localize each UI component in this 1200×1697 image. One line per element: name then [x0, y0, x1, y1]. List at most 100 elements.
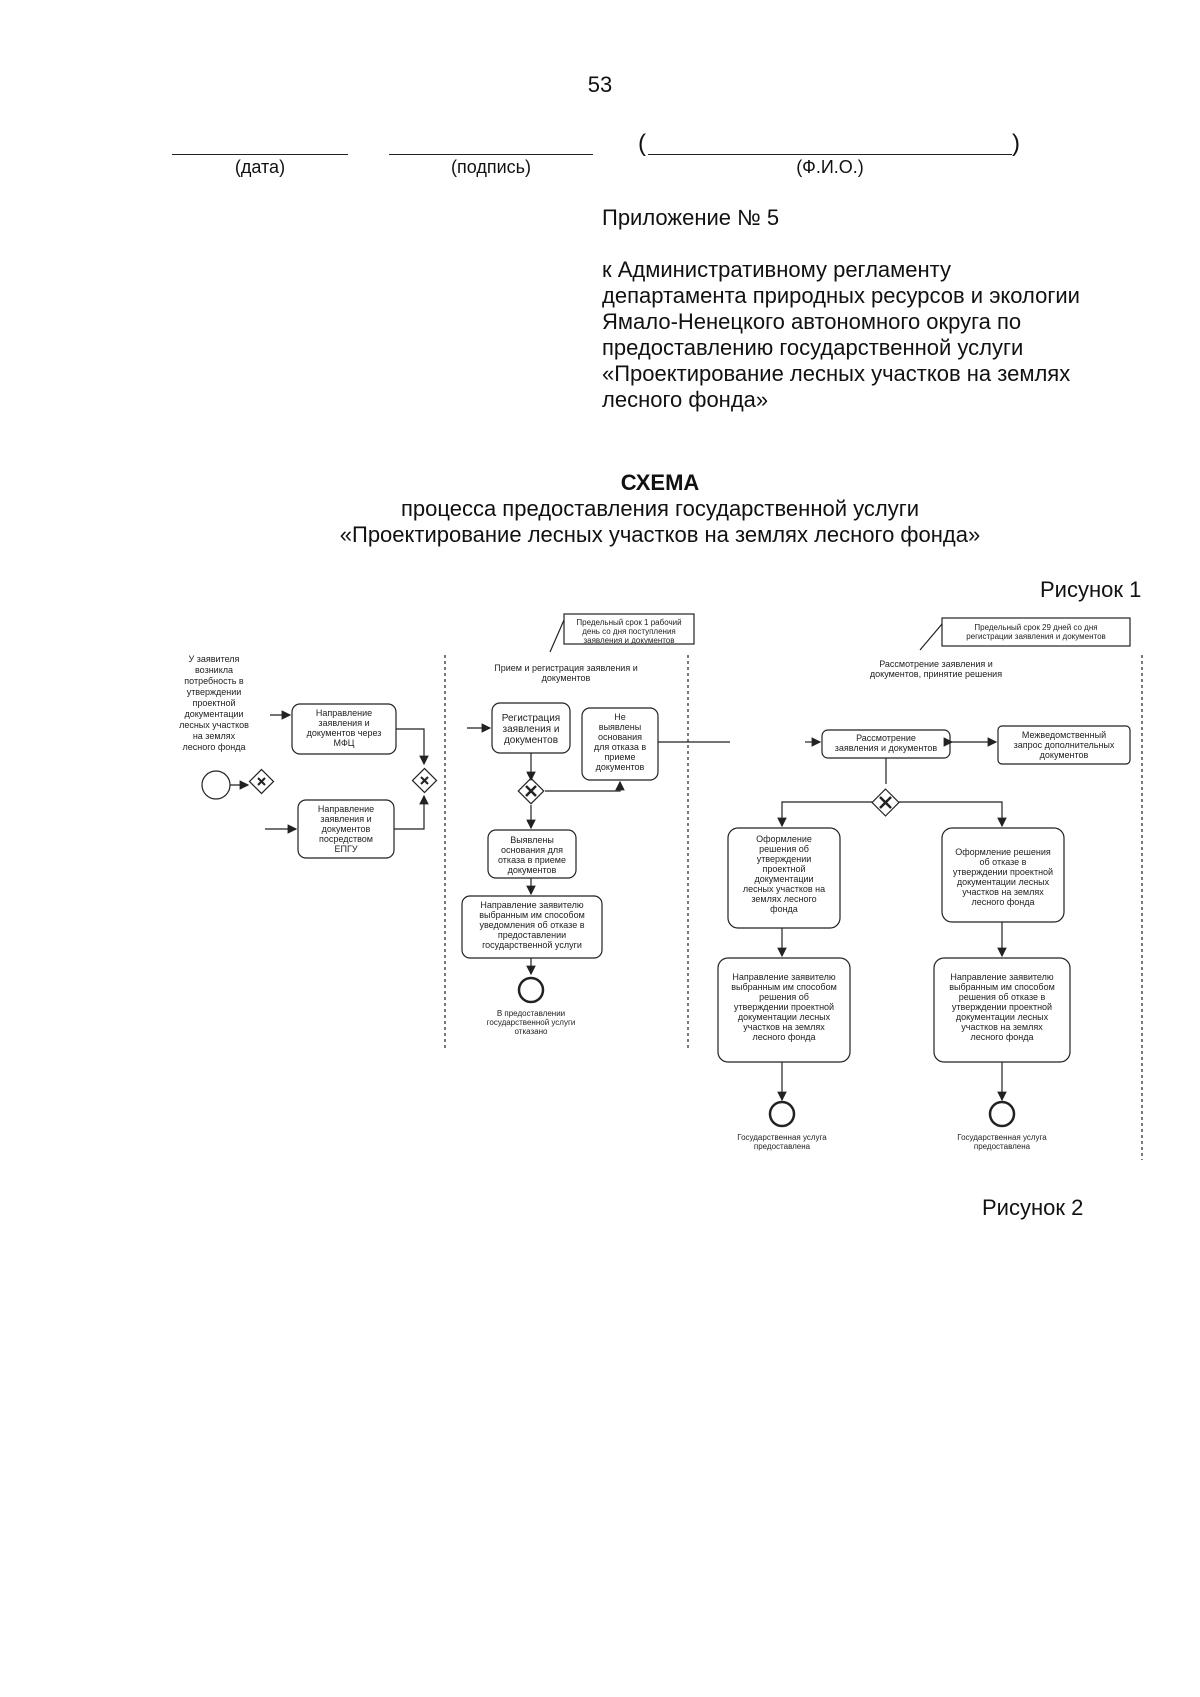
- appendix-line: лесного фонда»: [602, 387, 769, 412]
- svg-text:решения об: решения об: [759, 844, 809, 854]
- deadline-note-1: [563, 613, 695, 645]
- svg-text:Регистрация: Регистрация: [502, 713, 560, 724]
- svg-text:В предоставлении: В предоставлении: [497, 1009, 565, 1018]
- svg-text:предоставлена: предоставлена: [974, 1142, 1031, 1151]
- svg-text:ЕПГУ: ЕПГУ: [334, 844, 357, 854]
- figure-2-label: Рисунок 2: [982, 1195, 1084, 1220]
- gateway-join: [411, 767, 438, 794]
- svg-text:выбранным им способом: выбранным им способом: [479, 910, 585, 920]
- svg-text:выявлены: выявлены: [599, 722, 641, 732]
- svg-text:Оформление: Оформление: [756, 834, 812, 844]
- svg-text:документов: документов: [504, 735, 558, 746]
- svg-text:документации: документации: [184, 709, 243, 719]
- task-interagency-label: Межведомственный запрос дополнительных д…: [1014, 730, 1115, 760]
- task-notify-refusal-label: Направление заявителю выбранным им спосо…: [479, 900, 585, 950]
- svg-text:для отказа в: для отказа в: [594, 742, 646, 752]
- svg-text:посредством: посредством: [319, 834, 373, 844]
- svg-text:приеме: приеме: [604, 752, 635, 762]
- appendix-line: к Административному регламенту: [602, 257, 952, 282]
- date-line: [172, 154, 348, 155]
- gateway-decision-2: [871, 788, 900, 817]
- svg-text:Предельный срок 29 дней со дня: Предельный срок 29 дней со дня: [974, 623, 1097, 632]
- svg-text:документов: документов: [542, 673, 591, 683]
- svg-text:лесного фонда: лесного фонда: [183, 742, 246, 752]
- svg-text:Оформление решения: Оформление решения: [955, 847, 1051, 857]
- svg-text:документов: документов: [508, 865, 557, 875]
- svg-text:утверждении проектной: утверждении проектной: [734, 1002, 834, 1012]
- task-grounds-found-label: Выявлены основания для отказа в приеме д…: [498, 835, 566, 875]
- svg-text:Рассмотрение заявления и: Рассмотрение заявления и: [879, 659, 993, 669]
- svg-text:документации лесных: документации лесных: [738, 1012, 831, 1022]
- svg-text:Направление заявителю: Направление заявителю: [950, 972, 1054, 982]
- svg-text:основания для: основания для: [501, 845, 563, 855]
- end-event-provided-2: [988, 1100, 1016, 1128]
- svg-text:лесного фонда: лесного фонда: [971, 1032, 1034, 1042]
- appendix-reference: к Административному регламенту департаме…: [602, 257, 1162, 413]
- task-interagency: [997, 725, 1131, 765]
- svg-text:землях лесного: землях лесного: [751, 894, 816, 904]
- start-event: [201, 770, 231, 800]
- svg-text:день со дня поступления: день со дня поступления: [582, 627, 676, 636]
- gateway-decision-1: [517, 777, 545, 805]
- svg-text:предоставлена: предоставлена: [754, 1142, 811, 1151]
- svg-text:регистрации заявления и докуме: регистрации заявления и документов: [966, 632, 1106, 641]
- svg-text:документов через: документов через: [307, 728, 382, 738]
- svg-text:выбранным им способом: выбранным им способом: [731, 982, 837, 992]
- svg-text:лесного фонда: лесного фонда: [753, 1032, 816, 1042]
- svg-text:утверждении: утверждении: [187, 687, 242, 697]
- task-send-refuse-label: Направление заявителю выбранным им спосо…: [949, 972, 1055, 1042]
- svg-text:отказано: отказано: [515, 1027, 549, 1036]
- appendix-line: Ямало-Ненецкого автономного округа по: [602, 309, 1022, 334]
- figure-1-label: Рисунок 1: [1040, 577, 1142, 602]
- svg-text:запрос дополнительных: запрос дополнительных: [1014, 740, 1115, 750]
- svg-text:проектной: проектной: [192, 698, 235, 708]
- scheme-subtitle-2: «Проектирование лесных участков на земля…: [339, 522, 981, 547]
- scheme-title: СХЕМА процесса предоставления государств…: [0, 470, 1200, 548]
- task-no-grounds-label: Не выявлены основания для отказа в прием…: [594, 712, 646, 772]
- end-provided-2-label: Государственная услуга предоставлена: [957, 1133, 1047, 1151]
- task-send-approve: [717, 957, 851, 1063]
- name-label: (Ф.И.О.): [796, 157, 864, 177]
- name-line: [648, 154, 1012, 155]
- svg-text:документов, принятие решения: документов, принятие решения: [870, 669, 1002, 679]
- svg-text:лесного фонда: лесного фонда: [972, 897, 1035, 907]
- svg-text:документации лесных: документации лесных: [956, 1012, 1049, 1022]
- svg-text:Государственная услуга: Государственная услуга: [957, 1133, 1047, 1142]
- svg-text:Государственная услуга: Государственная услуга: [737, 1133, 827, 1142]
- deadline-note-1-label: Предельный срок 1 рабочий день со дня по…: [576, 618, 681, 645]
- task-approve-doc: [727, 827, 841, 929]
- svg-text:потребность в: потребность в: [184, 676, 244, 686]
- task-review-label: Рассмотрение заявления и документов: [835, 733, 938, 753]
- end-refused-label: В предоставлении государственной услуги …: [487, 1009, 576, 1036]
- lane-1-title: Прием и регистрация заявления и документ…: [494, 663, 637, 683]
- svg-text:заявления и документов: заявления и документов: [583, 636, 674, 645]
- end-event-provided-1: [768, 1100, 796, 1128]
- svg-text:У заявителя: У заявителя: [189, 654, 240, 664]
- svg-text:утверждении проектной: утверждении проектной: [953, 867, 1053, 877]
- svg-text:документации: документации: [754, 874, 813, 884]
- lane-2-title: Рассмотрение заявления и документов, при…: [870, 659, 1002, 679]
- signature-label: (подпись): [450, 157, 532, 177]
- deadline-note-2-label: Предельный срок 29 дней со дня регистрац…: [966, 623, 1106, 641]
- appendix-line: департамента природных ресурсов и эколог…: [602, 283, 1080, 308]
- svg-text:лесных участков: лесных участков: [179, 720, 249, 730]
- svg-text:предоставлении: предоставлении: [498, 930, 566, 940]
- svg-text:участков на землях: участков на землях: [962, 887, 1044, 897]
- svg-text:заявления и: заявления и: [318, 718, 369, 728]
- svg-text:Направление: Направление: [316, 708, 372, 718]
- date-label: (дата): [234, 157, 286, 177]
- svg-text:лесных участков на: лесных участков на: [743, 884, 825, 894]
- process-diagram: У заявителя возникла потребность в утвер…: [179, 613, 1143, 1160]
- svg-text:участков на землях: участков на землях: [961, 1022, 1043, 1032]
- svg-text:Не: Не: [614, 712, 626, 722]
- end-provided-1-label: Государственная услуга предоставлена: [737, 1133, 827, 1151]
- svg-text:Выявлены: Выявлены: [510, 835, 554, 845]
- svg-text:Направление: Направление: [318, 804, 374, 814]
- svg-text:возникла: возникла: [195, 665, 233, 675]
- svg-text:Межведомственный: Межведомственный: [1022, 730, 1106, 740]
- appendix-number: Приложение № 5: [602, 205, 780, 230]
- gateway-start: [248, 768, 275, 795]
- svg-text:решения об: решения об: [759, 992, 809, 1002]
- task-mfc-label: Направление заявления и документов через…: [307, 708, 382, 748]
- task-refuse-doc: [941, 827, 1065, 923]
